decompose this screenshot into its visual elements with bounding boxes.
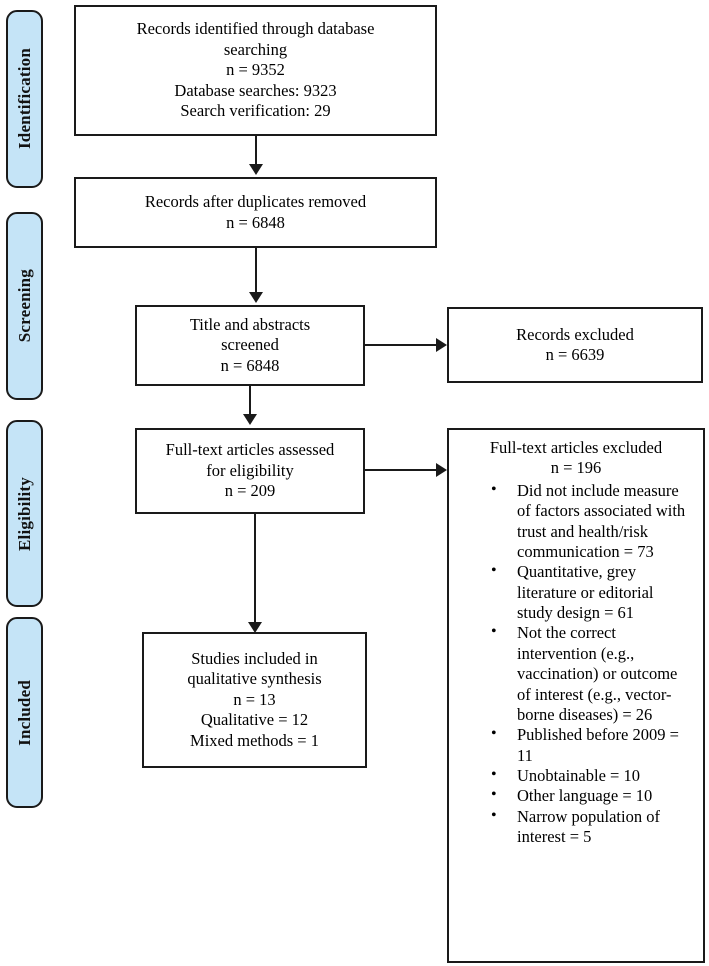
screened-count: n = 6848: [220, 355, 280, 375]
stage-pill-eligibility: Eligibility: [6, 420, 43, 607]
fulltext-assessed-line-2: for eligibility: [206, 460, 294, 480]
arrowhead-identified-to-duplicates: [249, 164, 263, 175]
stage-label-identification: Identification: [15, 48, 34, 150]
included-count: n = 13: [233, 689, 276, 709]
arrowhead-fulltext-to-excluded: [436, 463, 447, 477]
included-mixed-methods: Mixed methods = 1: [190, 730, 319, 750]
after-duplicates-label: Records after duplicates removed: [144, 192, 367, 212]
box-records-excluded: Records excluded n = 6639: [447, 307, 703, 383]
exclusion-reason-item: Not the correct intervention (e.g., vacc…: [491, 622, 693, 725]
box-records-after-duplicates: Records after duplicates removed n = 684…: [74, 177, 437, 248]
records-identified-database-searches: Database searches: 9323: [174, 80, 337, 100]
exclusion-reason-item: Unobtainable = 10: [491, 765, 693, 786]
box-studies-included: Studies included in qualitative synthesi…: [142, 632, 367, 768]
fulltext-excluded-label: Full-text articles excluded: [489, 438, 663, 457]
stage-pill-screening: Screening: [6, 212, 43, 400]
records-identified-search-verification: Search verification: 29: [180, 101, 331, 121]
arrowhead-fulltext-to-included: [248, 622, 262, 633]
stage-pill-included: Included: [6, 617, 43, 808]
records-identified-line-2: searching: [223, 39, 288, 59]
stage-label-screening: Screening: [15, 269, 34, 343]
connector-screened-to-fulltext: [249, 386, 251, 416]
exclusion-reason-item: Narrow population of interest = 5: [491, 806, 693, 848]
fulltext-excluded-count: n = 196: [550, 458, 602, 478]
fulltext-assessed-count: n = 209: [224, 481, 276, 501]
records-identified-count: n = 9352: [226, 60, 285, 80]
connector-fulltext-to-included: [254, 514, 256, 624]
exclusion-reason-item: Quantitative, grey literature or editori…: [491, 561, 693, 623]
exclusion-reason-item: Other language = 10: [491, 785, 693, 806]
exclusion-reason-item: Did not include measure of factors assoc…: [491, 480, 693, 563]
connector-duplicates-to-screened: [255, 248, 257, 294]
records-excluded-count: n = 6639: [545, 345, 605, 364]
stage-pill-identification: Identification: [6, 10, 43, 188]
included-qualitative: Qualitative = 12: [200, 710, 309, 730]
exclusion-reason-list: Did not include measure of factors assoc…: [455, 480, 697, 848]
stage-label-eligibility: Eligibility: [15, 476, 34, 551]
arrowhead-screened-to-excluded: [436, 338, 447, 352]
connector-identified-to-duplicates: [255, 136, 257, 166]
arrowhead-duplicates-to-screened: [249, 292, 263, 303]
screened-line-1: Title and abstracts: [189, 314, 311, 334]
records-identified-line-1: Records identified through database: [136, 19, 375, 39]
box-records-identified: Records identified through database sear…: [74, 5, 437, 136]
connector-screened-to-excluded: [365, 344, 437, 346]
box-fulltext-excluded: Full-text articles excluded n = 196 Did …: [447, 428, 705, 963]
stage-label-included: Included: [15, 679, 34, 746]
arrowhead-screened-to-fulltext: [243, 414, 257, 425]
box-fulltext-assessed: Full-text articles assessed for eligibil…: [135, 428, 365, 514]
after-duplicates-count: n = 6848: [226, 212, 285, 232]
exclusion-reason-item: Published before 2009 = 11: [491, 724, 693, 766]
screened-line-2: screened: [221, 335, 279, 355]
included-line-2: qualitative synthesis: [187, 669, 322, 689]
included-line-1: Studies included in: [191, 648, 318, 668]
records-excluded-label: Records excluded: [516, 324, 634, 344]
connector-fulltext-to-excluded: [365, 469, 437, 471]
box-title-abstracts-screened: Title and abstracts screened n = 6848: [135, 305, 365, 386]
fulltext-assessed-line-1: Full-text articles assessed: [165, 440, 335, 460]
